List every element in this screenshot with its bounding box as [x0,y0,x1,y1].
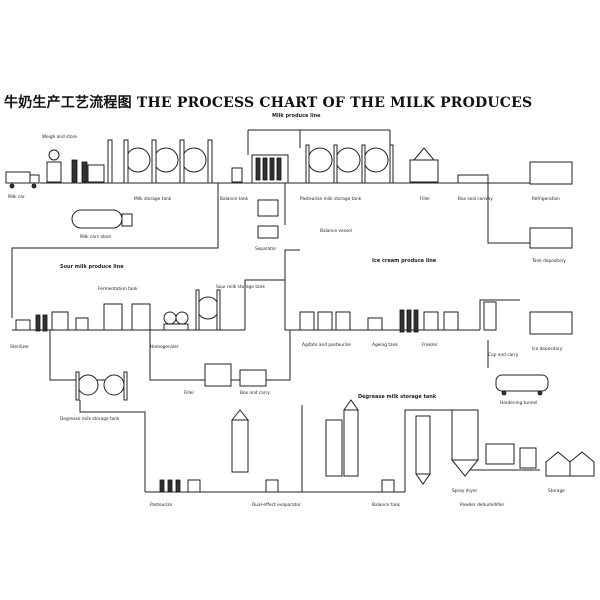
label-hardening-tunnel: Hardening tunnel [500,400,537,406]
label-sour-milk-line: Sour milk produce line [60,264,124,270]
label-weigh-store: Weigh and store [42,134,77,140]
label-refrigeration: Refrigeration [532,196,560,202]
label-separator: Separator [255,246,276,252]
label-milk-production-line: Milk produce line [272,113,321,119]
label-ice-cream-line: Ice cream produce line [372,258,437,264]
label-storage: Storage [548,488,565,494]
label-ice-depository: Ice depository [532,346,563,352]
label-evaporator: Dual-effect evaporator [252,502,301,508]
label-balance-tank-1: Balance tank [220,196,249,202]
label-balance-tank-2: Balance vessel [320,228,352,234]
equipment-labels: Milk car Weigh and store Milk storage ta… [8,134,566,508]
label-filler-1: Filler [420,196,430,202]
label-ageing-tank: Ageing tank [372,342,398,348]
row-2-equipment [15,289,573,396]
label-box-and-carry: Box and carry [240,390,270,396]
label-fermentation-tank: Fermentation tank [98,286,138,292]
row-3-equipment [75,371,595,493]
label-sour-milk-storage: Sour milk storage tank [216,284,265,290]
label-box-packer: Box seal convey [458,196,493,202]
label-sterilizer: Sterilizer [10,344,29,350]
label-cup-and-carry: Cup and carry [488,352,519,358]
label-freezer: Freezer [422,342,438,348]
label-powder-dehumidifier: Powder dehumidifier [460,502,505,508]
label-balance-tank-3: Balance tank [372,502,401,508]
label-milk-storage-tank: Milk storage tank [134,196,172,202]
label-filler-2: Filler [184,390,194,396]
label-milk-cars-store: Milk cars store [80,234,112,240]
label-dryer: Spray dryer [452,488,477,494]
page-title: 牛奶生产工艺流程图 THE PROCESS CHART OF THE MILK … [4,95,533,111]
section-labels: Milk produce line Sour milk produce line… [60,113,437,400]
label-tank-depository: Tank depository [531,258,566,264]
label-milk-car: Milk car [8,194,25,200]
label-degreased-milk-tank: Degrease milk storage tank [60,416,120,422]
label-agitate-tank: Agitate and pasteurize [302,342,351,348]
label-pasteurizer: Pasteurize [150,502,173,508]
row-1-equipment [5,139,573,249]
label-pasteurized-tank: Pasteurize milk storage tank [300,196,362,202]
label-degreased-line: Degrease milk storage tank [358,394,437,400]
label-homogenizer: Homogenizer [150,344,179,350]
